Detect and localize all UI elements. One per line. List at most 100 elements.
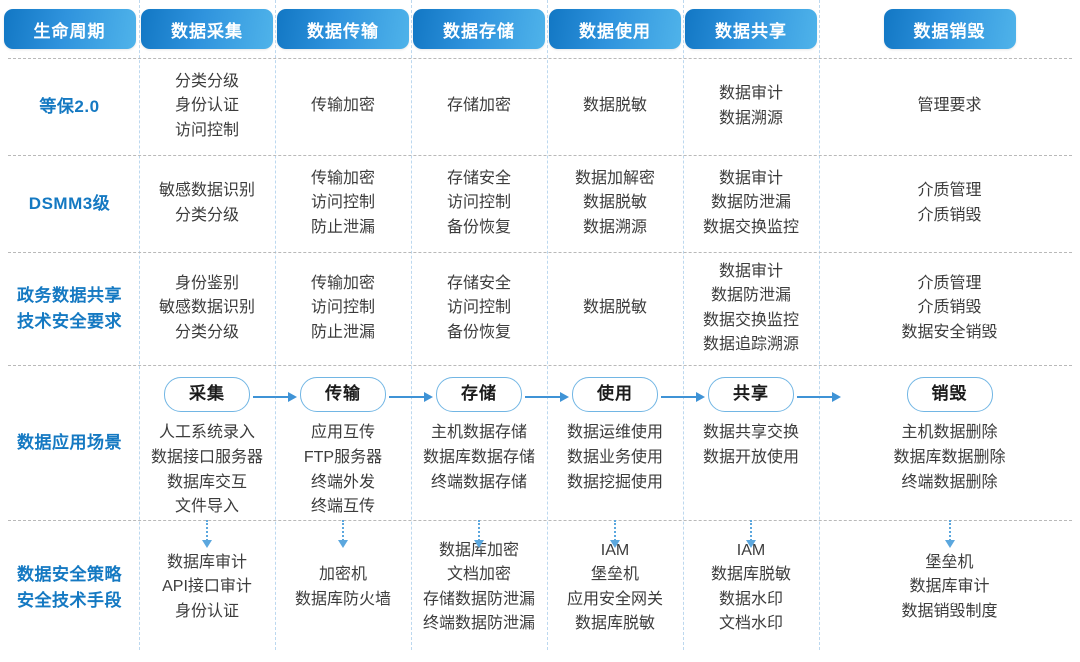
cell-line: 访问控制 — [446, 299, 511, 317]
cell-line: 介质管理 — [917, 182, 982, 200]
stage-pill-1[interactable]: 传输 — [300, 377, 386, 412]
scenario-item: 数据库数据删除 — [893, 448, 1006, 466]
header-pill-2[interactable]: 数据传输 — [277, 9, 409, 49]
arrow-head-icon — [288, 392, 297, 402]
header-pill-4[interactable]: 数据使用 — [549, 9, 681, 49]
cell-r0-c4: 数据审计数据溯源 — [683, 58, 819, 155]
row-separator — [8, 252, 1072, 253]
scenario-item: 人工系统录入 — [158, 424, 255, 441]
cell-line: 备份恢复 — [446, 323, 511, 341]
column-separator — [275, 0, 276, 650]
arrow-head-icon — [474, 540, 484, 548]
row-label-0: 等保2.0 — [0, 58, 139, 155]
column-separator — [683, 0, 684, 650]
cell-line: 存储安全 — [446, 170, 511, 188]
header-pill-1[interactable]: 数据采集 — [141, 9, 273, 49]
arrow-head-icon — [610, 540, 620, 548]
arrow-shaft — [750, 520, 752, 541]
scenario-item: 数据接口服务器 — [150, 448, 263, 466]
cell-r0-c2: 存储加密 — [411, 58, 547, 155]
header-pill-5[interactable]: 数据共享 — [685, 9, 817, 49]
drilldown-arrow-1 — [338, 520, 348, 548]
drilldown-arrow-5 — [944, 520, 955, 548]
cell-line: 数据库脱敏 — [574, 614, 655, 632]
cell-line: 数据脱敏 — [582, 299, 647, 317]
stage-pill-2[interactable]: 存储 — [436, 377, 522, 412]
stage-pill-4[interactable]: 共享 — [708, 377, 794, 412]
row-label-4: 数据安全策略安全技术手段 — [0, 520, 139, 655]
scenario-item: 终端数据删除 — [901, 473, 998, 491]
stage-pill-5[interactable]: 销毁 — [906, 377, 993, 412]
header-cell-0: 生命周期 — [0, 0, 139, 58]
cell-r1-c1: 传输加密访问控制防止泄漏 — [275, 155, 411, 252]
cell-line: 数据水印 — [718, 590, 783, 608]
scenario-item: 主机数据删除 — [901, 424, 998, 441]
arrow-shaft — [342, 520, 344, 541]
header-cell-2: 数据传输 — [275, 0, 411, 58]
cell-line: 数据防泄漏 — [710, 287, 791, 305]
scenario-cell-0: 采集人工系统录入数据接口服务器数据库交互文件导入 — [139, 377, 275, 520]
cell-line: 数据销毁制度 — [901, 602, 998, 620]
cell-r2-c5: 介质管理介质销毁数据安全销毁 — [819, 252, 1080, 365]
header-pill-6[interactable]: 数据销毁 — [883, 9, 1016, 49]
cell-line: 数据审计 — [718, 262, 783, 280]
arrow-head-icon — [696, 392, 705, 402]
cell-r1-c0: 敏感数据识别分类分级 — [139, 155, 275, 252]
cell-line: 数据脱敏 — [582, 194, 647, 212]
scenario-item: 数据运维使用 — [566, 424, 663, 441]
header-cell-5: 数据共享 — [683, 0, 819, 58]
arrow-shaft — [614, 520, 616, 541]
cell-line: 数据库防火墙 — [294, 590, 391, 608]
header-pill-0[interactable]: 生命周期 — [3, 9, 136, 49]
scenario-item: 数据库交互 — [166, 473, 247, 491]
row-separator — [8, 58, 1072, 59]
cell-line: 文档水印 — [718, 614, 783, 632]
drilldown-arrow-2 — [474, 520, 484, 548]
row-label-line: 技术安全要求 — [17, 311, 122, 331]
cell-line: 防止泄漏 — [310, 323, 375, 341]
scenario-item: 数据挖掘使用 — [566, 473, 663, 491]
scenario-cell-5: 销毁主机数据删除数据库数据删除终端数据删除 — [819, 377, 1080, 495]
stage-pill-3[interactable]: 使用 — [572, 377, 658, 412]
cell-line: 敏感数据识别 — [158, 182, 255, 200]
row-label-line: 政务数据共享 — [17, 285, 122, 305]
flow-arrow-3 — [661, 391, 705, 403]
row-label-line: 等保2.0 — [39, 96, 100, 116]
arrow-head-icon — [338, 540, 348, 548]
header-row: 生命周期数据采集数据传输数据存储数据使用数据共享 数据销毁 — [0, 0, 1080, 58]
scenario-item: 数据库数据存储 — [422, 448, 535, 466]
cell-r0-c5: 管理要求 — [819, 58, 1080, 155]
scenario-item: 终端数据存储 — [430, 473, 527, 491]
header-cell-4: 数据使用 — [547, 0, 683, 58]
cell-line: 数据库加密 — [438, 541, 519, 559]
scenario-item: 应用互传 — [310, 424, 375, 441]
row-label-line: 安全技术手段 — [17, 590, 122, 610]
cell-line: 分类分级 — [174, 323, 239, 341]
scenario-cell-3: 使用数据运维使用数据业务使用数据挖掘使用 — [547, 377, 683, 495]
arrow-shaft — [948, 520, 951, 541]
stage-pill-0[interactable]: 采集 — [164, 377, 250, 412]
arrow-head-icon — [944, 540, 955, 548]
header-pill-3[interactable]: 数据存储 — [413, 9, 545, 49]
cell-r2-c0: 身份鉴别敏感数据识别分类分级 — [139, 252, 275, 365]
cell-line: 备份恢复 — [446, 218, 511, 236]
cell-r1-c5: 介质管理介质销毁 — [819, 155, 1080, 252]
cell-r1-c3: 数据加解密数据脱敏数据溯源 — [547, 155, 683, 252]
cell-r4-c5: 堡垒机数据库审计数据销毁制度 — [819, 520, 1080, 655]
cell-line: 身份认证 — [174, 602, 239, 620]
arrow-shaft — [797, 396, 833, 398]
flow-arrow-2 — [525, 391, 569, 403]
scenario-list: 主机数据删除数据库数据删除终端数据删除 — [893, 421, 1005, 495]
arrow-shaft — [206, 520, 208, 541]
row-separator — [8, 365, 1072, 366]
drilldown-arrow-0 — [202, 520, 212, 548]
cell-line: 堡垒机 — [590, 566, 639, 584]
arrow-head-icon — [832, 392, 841, 402]
cell-r0-c0: 分类分级身份认证访问控制 — [139, 58, 275, 155]
cell-line: 介质管理 — [917, 275, 982, 293]
cell-line: 数据防泄漏 — [710, 194, 791, 212]
